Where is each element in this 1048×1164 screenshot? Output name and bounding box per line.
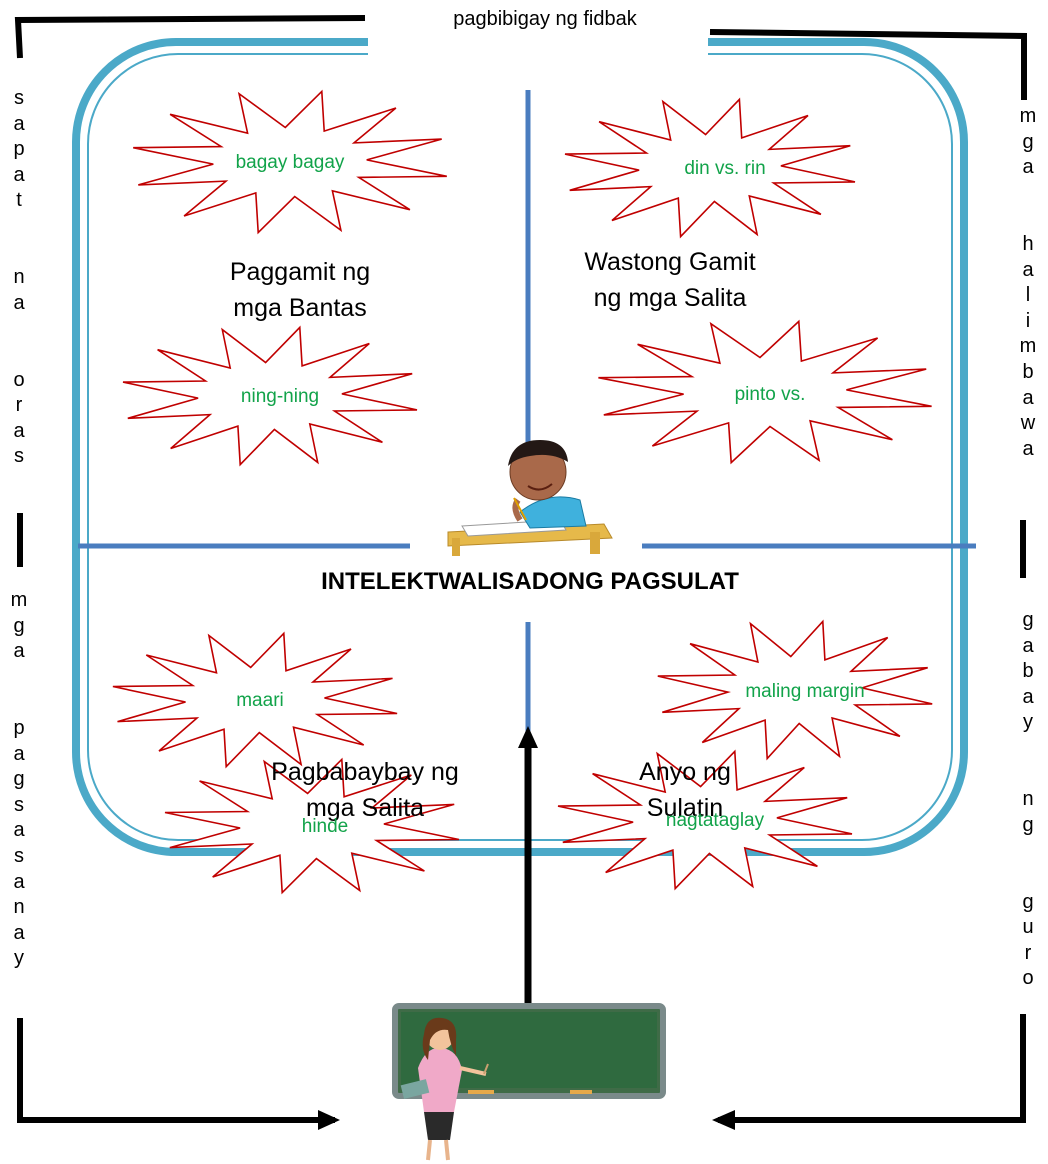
burst-bottom-left-2 [164,757,460,895]
feedback-caption: pagbibigay ng fidbak [380,6,710,33]
burst-text-hinde: hinde [301,816,349,837]
feedback-line-right [709,29,1027,100]
burst-text-maling-margin: maling margin [745,681,865,702]
burst-text-din-rin: din vs. rin [684,158,766,179]
burst-top-right-1 [564,97,856,239]
burst-top-left-2 [122,325,418,467]
burst-bottom-left-1 [112,631,398,769]
burst-text-pinto: pinto vs. [734,384,806,405]
quadrant-label-top-right: Wastong Gamit ng mga Salita [584,248,756,312]
burst-bottom-right-1 [657,619,933,761]
burst-bottom-right-2 [557,749,853,891]
quadrant-label-top-left: Paggamit ng mga Bantas [229,258,371,322]
burst-text-maari: maari [236,690,284,711]
teacher-illustration [392,1003,666,1161]
burst-top-left-1 [133,89,447,235]
burst-text-ningning: ning-ning [240,386,320,407]
burst-text-bagay: bagay bagay [235,152,345,173]
burst-text-nagtataglay: nagtataglay [665,810,765,831]
burst-top-right-2 [598,319,932,465]
quadrant-label-bottom-right: Anyo ng Sulatin [639,758,731,822]
right-bottom-arrow [718,1014,1026,1123]
quadrant-label-bottom-left: Pagbabaybay ng mga Salita [271,758,459,822]
left-bottom-arrow [17,1018,335,1123]
center-title: INTELEKTWALISADONG PAGSULAT [321,568,739,595]
student-illustration [412,440,642,558]
feedback-line-left [14,15,366,59]
